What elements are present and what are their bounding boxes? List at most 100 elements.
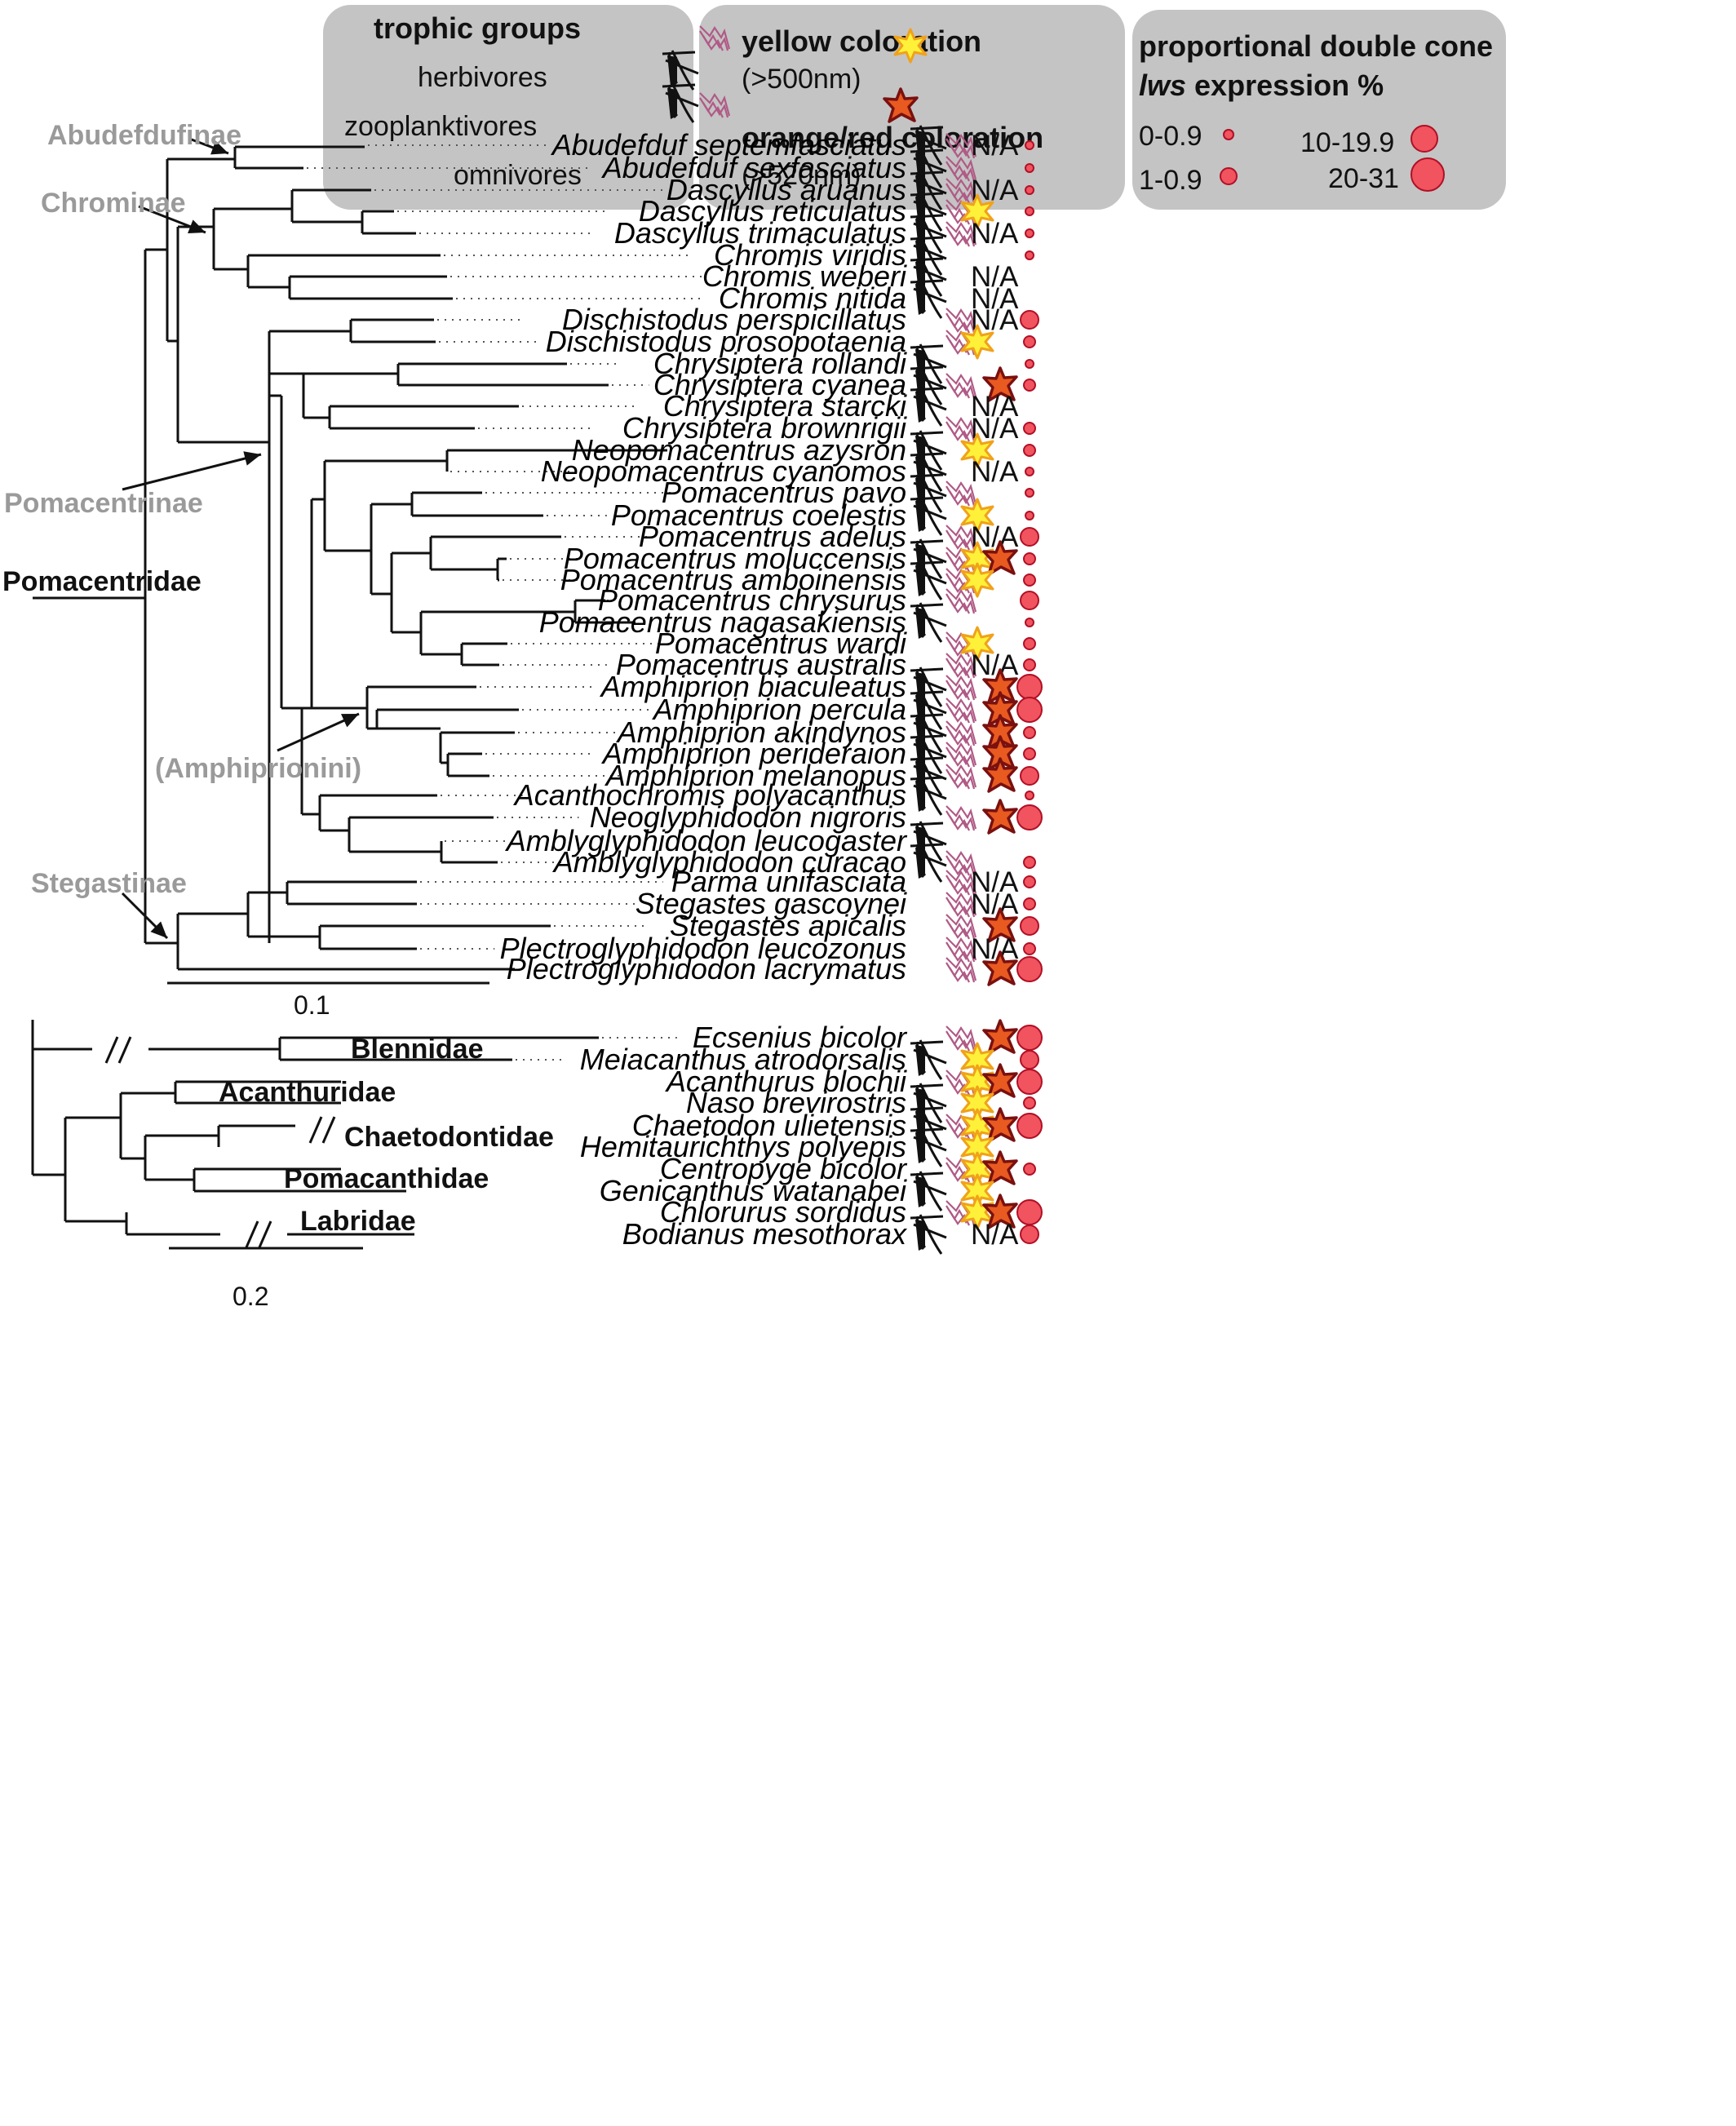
- species-name: Dascyllus trimaculatus: [614, 216, 906, 250]
- species-name: Hemitaurichthys polyepis: [580, 1130, 906, 1163]
- species-name: Neoglyphidodon nigroris: [590, 800, 906, 834]
- lws-circle: [1023, 942, 1036, 955]
- species-name: Stegastes apicalis: [670, 909, 906, 942]
- species-name: Amphiprion perideraion: [601, 737, 906, 770]
- lws-circle: [1020, 1050, 1039, 1070]
- outgroup-family-0: Blennidae: [351, 1034, 483, 1065]
- legend-lws-circle-3: [1410, 157, 1445, 192]
- species-name: Acanthurus blochii: [665, 1065, 907, 1098]
- legend-icons: [661, 24, 1445, 192]
- species-name: Pomacentrus australis: [616, 648, 906, 681]
- lws-circle: [1025, 488, 1034, 498]
- outgroup-family-2: Chaetodontidae: [344, 1122, 554, 1153]
- lws-circle: [1023, 444, 1036, 457]
- species-name: Pomacentrus wardi: [655, 627, 907, 660]
- algae-icon: [945, 1025, 977, 1052]
- species-name: Pomacentrus coelestis: [611, 498, 906, 532]
- species-name: Meiacanthus atrodorsalis: [580, 1043, 906, 1076]
- species-row: Ecsenius bicolor: [693, 1019, 1043, 1055]
- species-row: Neoglyphidodon nigroris: [590, 799, 1043, 835]
- orange-star-icon: [982, 1019, 1018, 1055]
- family-label: Pomacentridae: [2, 566, 202, 597]
- lws-circle: [1023, 726, 1036, 739]
- species-name: Pomacentrus adelus: [639, 520, 906, 553]
- copepod-icon: [909, 343, 948, 385]
- copepod-icon: [909, 1105, 948, 1147]
- legend-herbivores-label: herbivores: [418, 62, 547, 93]
- species-row: Plectroglyphidodon lacrymatus: [507, 950, 1043, 986]
- na-label: N/A: [971, 888, 1019, 920]
- species-row: Dascyllus reticulatus: [639, 190, 1034, 233]
- orange-star-icon: [982, 1063, 1018, 1099]
- lws-circle: [1016, 956, 1043, 982]
- lws-circle: [1025, 791, 1034, 800]
- species-row: Centropyge bicolor: [660, 1150, 1036, 1187]
- species-name: Centropyge bicolor: [660, 1152, 908, 1185]
- species-name: Plectroglyphidodon leucozonus: [500, 932, 906, 965]
- species-name: Ecsenius bicolor: [693, 1021, 908, 1054]
- species-row: Pomacentrus wardi: [655, 626, 1036, 662]
- species-name: Neopomacentrus azysron: [572, 433, 906, 467]
- species-row: Amphiprion melanopus: [604, 755, 1039, 797]
- legend-zooplanktivores-label: zooplanktivores: [344, 111, 538, 142]
- lws-circle: [1023, 658, 1036, 671]
- species-name: Genicanthus watanabei: [600, 1174, 907, 1207]
- species-name: Amphiprion biaculeatus: [600, 670, 906, 703]
- species-row: Pomacentrus moluccensis: [564, 538, 1036, 580]
- species-name: Chromis weberi: [702, 259, 907, 293]
- arrow-chrominae-head: [188, 219, 206, 234]
- species-name: Acanthochromis polyacanthus: [513, 778, 906, 812]
- species-name: Amblyglyphidodon curacao: [552, 845, 906, 879]
- lws-circle: [1020, 766, 1039, 786]
- legend-lws-title-rest: expression %: [1186, 69, 1384, 102]
- species-name: Neopomacentrus cyanomos: [541, 454, 906, 488]
- species-name: Dischistodus perspicillatus: [562, 303, 906, 336]
- lws-circle: [1016, 804, 1043, 830]
- copepod-icon: [909, 774, 948, 817]
- legend-lws-circle-1: [1220, 167, 1238, 185]
- species-name: Naso brevirostris: [686, 1086, 906, 1119]
- copepod-icon: [909, 755, 948, 797]
- outgroup-family-1: Acanthuridae: [219, 1077, 396, 1108]
- lws-circle: [1025, 511, 1034, 520]
- break-blennidae-a: [104, 1036, 119, 1064]
- algae-icon: [945, 697, 977, 724]
- species-name: Dascyllus aruanus: [666, 173, 906, 206]
- orange-star-icon: [982, 1107, 1018, 1143]
- species-row: Amblyglyphidodon leucogaster: [505, 820, 948, 862]
- species-name: Amphiprion percula: [652, 693, 906, 726]
- break-chaetodontidae-a: [308, 1116, 323, 1144]
- copepod-icon: [909, 385, 948, 427]
- species-name: Pomacentrus amboinensis: [560, 563, 906, 596]
- break-labridae-a: [245, 1220, 259, 1248]
- lws-circle: [1025, 206, 1034, 216]
- species-name: Pomacentrus pavo: [662, 476, 906, 509]
- lws-circle: [1023, 422, 1036, 435]
- legend-orange-title: orange/red coloration: [742, 121, 1044, 154]
- na-label: N/A: [971, 130, 1019, 162]
- subfamily-label-1: Chrominae: [41, 188, 186, 219]
- subfamily-label-4: Stegastinae: [31, 868, 187, 899]
- species-name: Dascyllus reticulatus: [639, 194, 906, 228]
- species-row: Naso brevirostris: [686, 1082, 1036, 1124]
- orange-star-icon: [982, 799, 1018, 835]
- lws-circle: [1016, 1113, 1043, 1139]
- legend-lws-circle-2: [1410, 125, 1438, 153]
- lws-circle: [1023, 897, 1036, 910]
- na-label: N/A: [971, 283, 1019, 315]
- legend-algae-icon: [698, 91, 731, 119]
- copepod-icon: [909, 538, 948, 580]
- lws-circle: [1020, 310, 1039, 330]
- species-row: Genicanthus watanabei: [600, 1170, 994, 1212]
- species-name: Chromis viridis: [714, 238, 906, 272]
- lws-circle: [1016, 697, 1043, 723]
- species-name: Chrysiptera rollandi: [653, 347, 907, 380]
- legend-omnivores-label: omnivores: [454, 160, 582, 191]
